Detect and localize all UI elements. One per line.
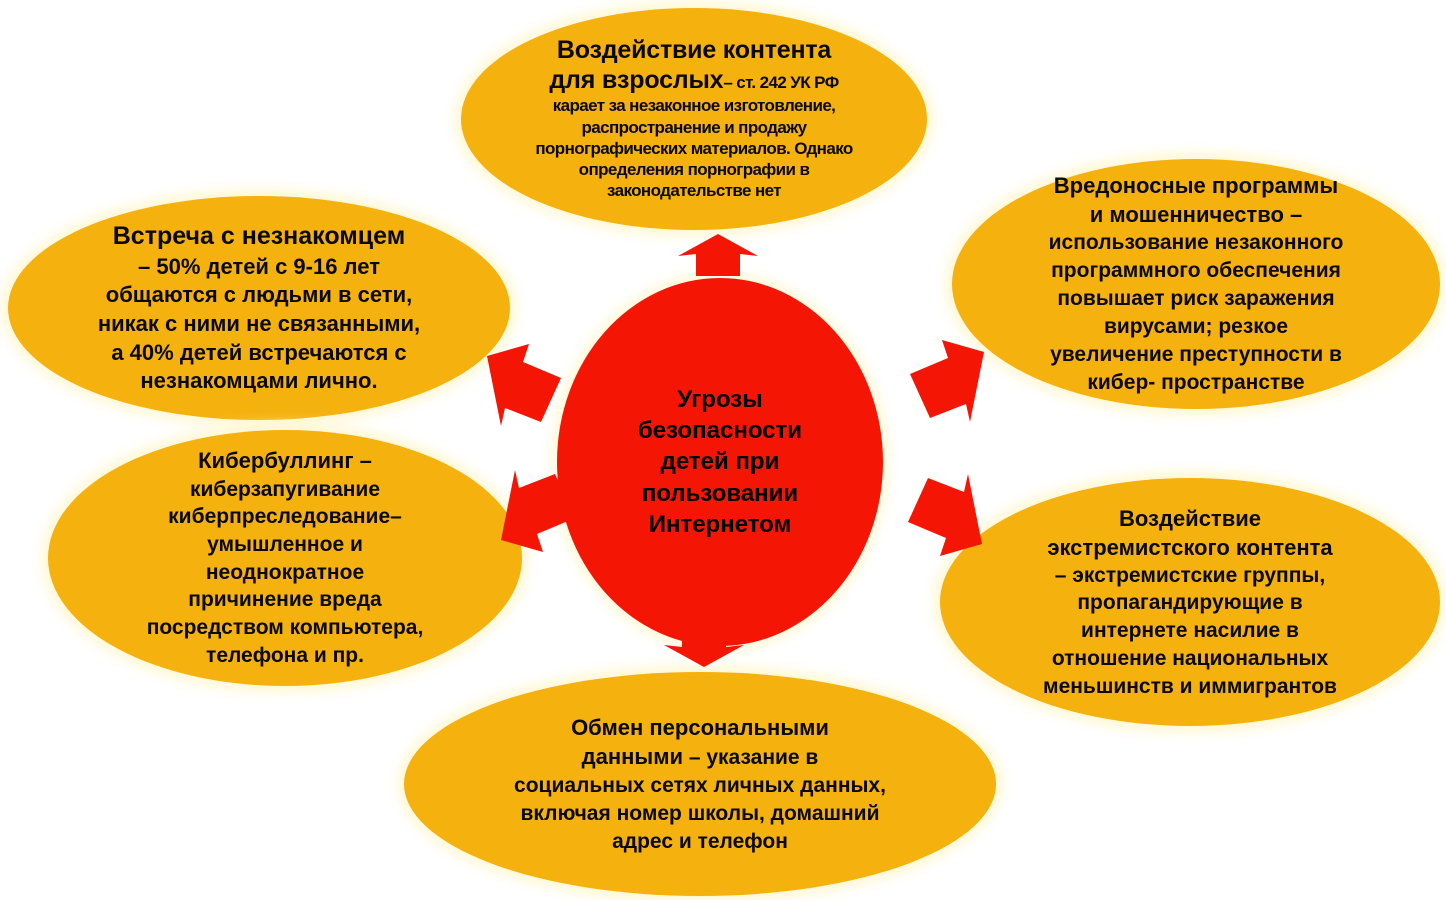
node-adult-content-body-line3: порнографических материалов. Однако bbox=[535, 138, 853, 158]
node-adult-content-body-inline: – ст. 242 УК РФ bbox=[723, 72, 839, 92]
node-malware-fraud-body-line1: использование незаконного bbox=[1048, 231, 1344, 255]
node-cyberbullying-body-line6: посредством компьютера, bbox=[146, 616, 424, 640]
node-personal-data-body-line3: адрес и телефон bbox=[612, 829, 788, 853]
node-adult-content-body-line2: распространение и продажу bbox=[581, 117, 807, 137]
node-malware-fraud-text: Вредоносные программы и мошенничество – … bbox=[1019, 171, 1372, 397]
center-label-line5: Интернетом bbox=[648, 510, 792, 538]
node-personal-data-heading-line1: Обмен персональными bbox=[571, 714, 829, 740]
node-stranger-meeting-body-line3: никак с ними не связанными, bbox=[97, 310, 421, 336]
center-node-internet-threats[interactable]: Угрозы безопасности детей при пользовани… bbox=[557, 278, 883, 646]
node-stranger-meeting-heading: Встреча с незнакомцем bbox=[112, 222, 406, 251]
node-cyberbullying-body-line5: причинение вреда bbox=[188, 588, 382, 612]
center-label-line3: детей при bbox=[660, 448, 780, 476]
node-malware-fraud[interactable]: Вредоносные программы и мошенничество – … bbox=[952, 159, 1440, 409]
node-adult-content-heading-line1: Воздействие контента bbox=[556, 36, 832, 65]
node-personal-data-body-line1: социальных сетях личных данных, bbox=[514, 773, 886, 797]
arrow-lower-right-icon bbox=[898, 470, 986, 562]
node-personal-data-body-inline: – указание в bbox=[688, 745, 819, 769]
node-personal-data-text: Обмен персональными данными – указание в… bbox=[479, 713, 922, 856]
node-personal-data[interactable]: Обмен персональными данными – указание в… bbox=[404, 672, 996, 896]
arrow-upper-left-icon bbox=[483, 338, 571, 430]
node-cyberbullying-heading: Кибербуллинг – bbox=[198, 448, 372, 474]
node-stranger-meeting-body-line4: а 40% детей встречаются с bbox=[111, 339, 407, 365]
center-label-line1: Угрозы bbox=[677, 386, 763, 414]
node-cyberbullying-text: Кибербуллинг – киберзапугивание киберпре… bbox=[118, 446, 452, 669]
node-stranger-meeting-body-line1: – 50% детей с 9-16 лет bbox=[138, 253, 380, 279]
node-adult-content-body-line5: законодательстве нет bbox=[606, 181, 782, 201]
node-malware-fraud-body-line2: программного обеспечения bbox=[1051, 259, 1341, 283]
node-extremist-content-body-line1: – экстремистские группы, bbox=[1054, 563, 1326, 587]
node-malware-fraud-body-line4: вирусами; резкое bbox=[1103, 315, 1289, 339]
node-extremist-content-body-line3: интернете насилие в bbox=[1081, 619, 1299, 643]
node-extremist-content-heading-line2: экстремистского контента bbox=[1047, 534, 1333, 560]
node-extremist-content-heading-line1: Воздействие bbox=[1119, 505, 1261, 531]
arrow-up-icon bbox=[676, 232, 760, 280]
node-cyberbullying-body-line2: киберпреследование– bbox=[168, 505, 402, 529]
node-adult-content-body-line4: определения порнографии в bbox=[578, 160, 810, 180]
center-label-line4: пользовании bbox=[641, 479, 799, 507]
node-cyberbullying-body-line7: телефона и пр. bbox=[206, 643, 364, 667]
node-malware-fraud-body-line6: кибер- пространстве bbox=[1087, 371, 1305, 395]
node-personal-data-body-line2: включая номер школы, домашний bbox=[520, 801, 880, 825]
node-personal-data-heading-line2-row: данными – указание в bbox=[514, 742, 886, 772]
node-adult-content-body-line1: карает за незаконное изготовление, bbox=[552, 96, 836, 116]
node-cyberbullying-body-line3: умышленное и bbox=[207, 532, 363, 556]
node-malware-fraud-body-line3: повышает риск заражения bbox=[1057, 287, 1335, 311]
node-stranger-meeting-text: Встреча с незнакомцем – 50% детей с 9-16… bbox=[68, 220, 451, 395]
node-adult-content-heading-line2-row: для взрослых– ст. 242 УК РФ bbox=[535, 66, 852, 96]
arrow-upper-right-icon bbox=[900, 334, 988, 426]
node-adult-content-text: Воздействие контента для взрослых– ст. 2… bbox=[512, 36, 876, 201]
node-extremist-content-body-line2: пропагандирующие в bbox=[1077, 591, 1303, 615]
node-extremist-content-body-line5: меньшинств и иммигрантов bbox=[1043, 674, 1337, 698]
arrow-lower-left-icon bbox=[497, 466, 585, 558]
node-extremist-content[interactable]: Воздействие экстремистского контента – э… bbox=[940, 478, 1440, 726]
node-cyberbullying-body-line4: неоднократное bbox=[205, 560, 365, 584]
arrow-down-icon bbox=[662, 621, 746, 669]
node-stranger-meeting[interactable]: Встреча с незнакомцем – 50% детей с 9-16… bbox=[8, 196, 510, 420]
node-stranger-meeting-body-line2: общаются с людьми в сети, bbox=[105, 282, 413, 308]
node-stranger-meeting-body-line5: незнакомцами лично. bbox=[140, 368, 378, 394]
node-adult-content[interactable]: Воздействие контента для взрослых– ст. 2… bbox=[461, 8, 927, 230]
node-cyberbullying-body-line1: киберзапугивание bbox=[189, 477, 381, 501]
center-node-label: Угрозы безопасности детей при пользовани… bbox=[592, 384, 847, 540]
node-adult-content-heading-line2: для взрослых bbox=[549, 65, 724, 94]
node-extremist-content-text: Воздействие экстремистского контента – э… bbox=[1013, 504, 1367, 701]
node-malware-fraud-heading-line1: Вредоносные программы bbox=[1053, 172, 1339, 198]
node-cyberbullying[interactable]: Кибербуллинг – киберзапугивание киберпре… bbox=[48, 430, 522, 686]
node-extremist-content-body-line4: отношение национальных bbox=[1051, 646, 1329, 670]
node-malware-fraud-body-line5: увеличение преступности в bbox=[1050, 343, 1342, 367]
node-malware-fraud-heading-line2: и мошенничество – bbox=[1089, 202, 1303, 228]
center-label-line2: безопасности bbox=[637, 417, 803, 445]
node-personal-data-heading-line2: данными bbox=[581, 743, 683, 769]
